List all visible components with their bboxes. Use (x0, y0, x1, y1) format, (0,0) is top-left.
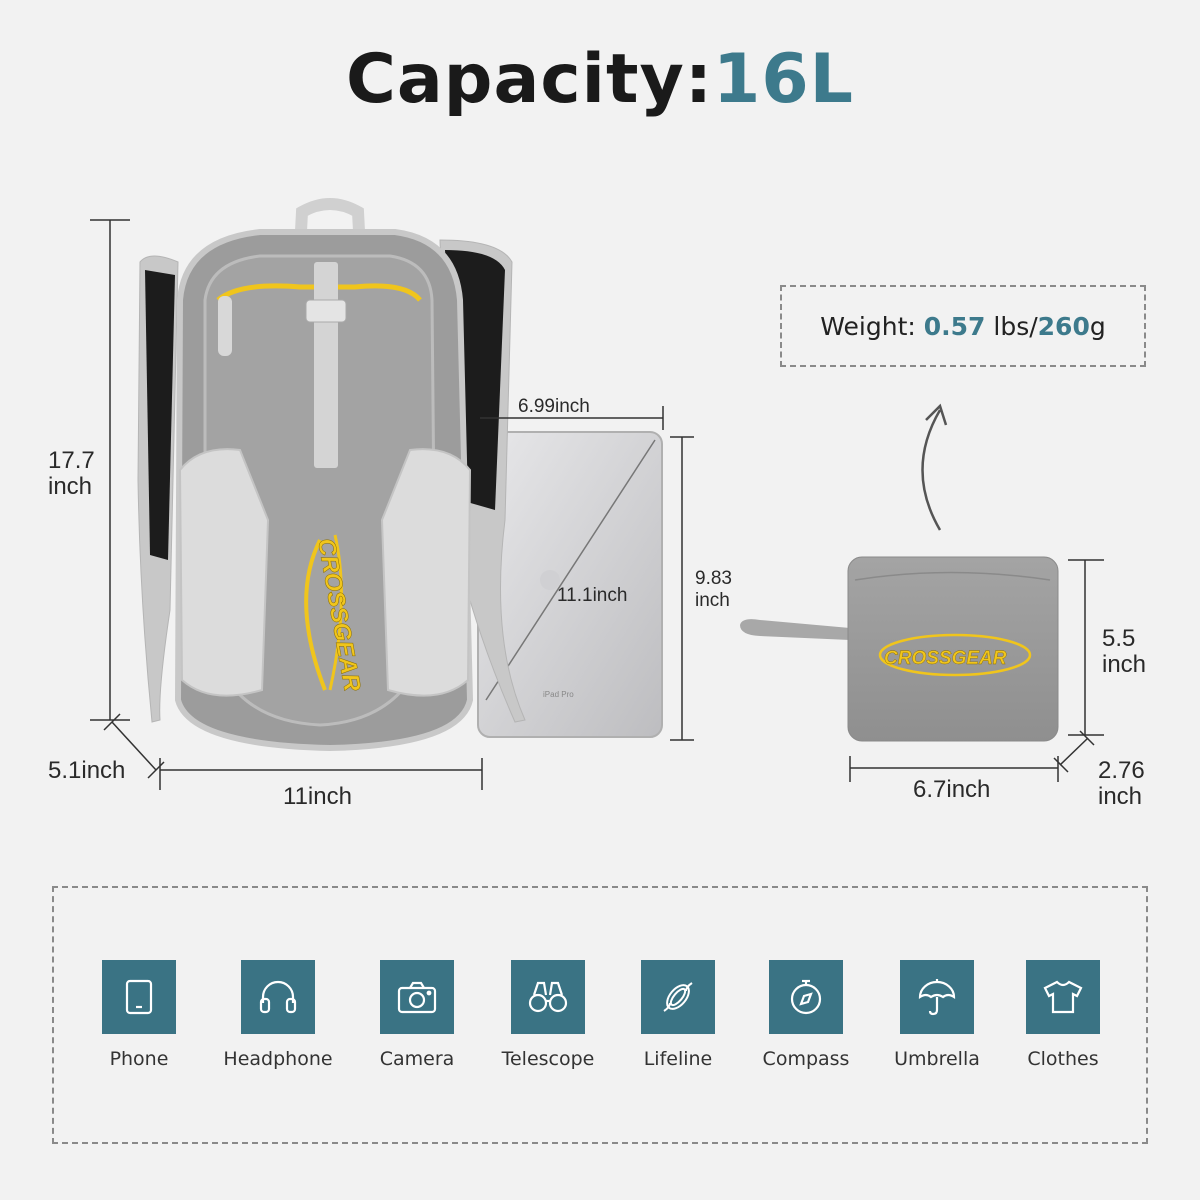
weight-lbs: 0.57 (923, 311, 986, 341)
item-clothes: Clothes (993, 960, 1133, 1070)
tablet-width-label: 6.99inch (518, 396, 590, 417)
clothes-icon (1026, 960, 1100, 1034)
item-compass: Compass (736, 960, 876, 1070)
fits-items-panel: Phone Headphone Camera Telescope Lifelin… (52, 886, 1148, 1144)
tablet-height-label: 9.83 inch (695, 568, 732, 612)
tablet-image: iPad Pro (477, 431, 663, 738)
item-label: Lifeline (643, 1048, 713, 1070)
weight-prefix: Weight: (820, 311, 924, 341)
tablet-model: iPad Pro (543, 690, 574, 699)
item-label: Telescope (501, 1048, 595, 1070)
pouch-height-value: 5.5 (1102, 625, 1136, 652)
backpack-height-unit: inch (48, 473, 93, 500)
backpack-depth-label: 5.1inch (48, 757, 126, 784)
item-label: Headphone (223, 1048, 333, 1070)
item-phone: Phone (69, 960, 209, 1070)
tablet-height-unit: inch (695, 590, 730, 611)
pouch-depth-label: 2.76 inch (1098, 758, 1145, 810)
item-lifeline: Lifeline (608, 960, 748, 1070)
item-camera: Camera (347, 960, 487, 1070)
title-value: 16L (713, 40, 854, 119)
weight-grams-unit: g (1089, 311, 1106, 341)
backpack-image: CROSSGEAR (137, 198, 526, 752)
backpack-height-label: 17.7 inch (48, 448, 95, 500)
item-label: Phone (109, 1048, 169, 1070)
dimension-lines (90, 219, 1104, 790)
item-label: Camera (379, 1048, 455, 1070)
lifeline-icon (641, 960, 715, 1034)
umbrella-icon (900, 960, 974, 1034)
headphone-icon (241, 960, 315, 1034)
pouch-depth-unit: inch (1098, 783, 1143, 810)
item-label: Umbrella (894, 1048, 980, 1070)
backpack-width-label: 11inch (283, 783, 352, 810)
pouch-height-unit: inch (1102, 651, 1147, 678)
tablet-diagonal-label: 11.1inch (557, 585, 628, 606)
pouch-brand-logo: CROSSGEAR (884, 648, 1007, 669)
item-headphone: Headphone (208, 960, 348, 1070)
phone-icon (102, 960, 176, 1034)
weight-lbs-unit: lbs/ (985, 311, 1038, 341)
compass-icon (769, 960, 843, 1034)
pouch-depth-value: 2.76 (1098, 757, 1145, 784)
item-telescope: Telescope (478, 960, 618, 1070)
pouch-image: CROSSGEAR (740, 556, 1059, 742)
weight-arrow (921, 403, 948, 531)
backpack-height-value: 17.7 (48, 447, 95, 474)
tablet-height-value: 9.83 (695, 568, 732, 589)
title-prefix: Capacity: (346, 40, 714, 119)
item-label: Clothes (1027, 1048, 1099, 1070)
pouch-height-label: 5.5 inch (1102, 626, 1146, 678)
weight-grams: 260 (1037, 311, 1090, 341)
page-title: Capacity:16L (0, 40, 1200, 119)
telescope-icon (511, 960, 585, 1034)
camera-icon (380, 960, 454, 1034)
item-label: Compass (762, 1048, 850, 1070)
pouch-width-label: 6.7inch (913, 776, 991, 803)
item-umbrella: Umbrella (867, 960, 1007, 1070)
